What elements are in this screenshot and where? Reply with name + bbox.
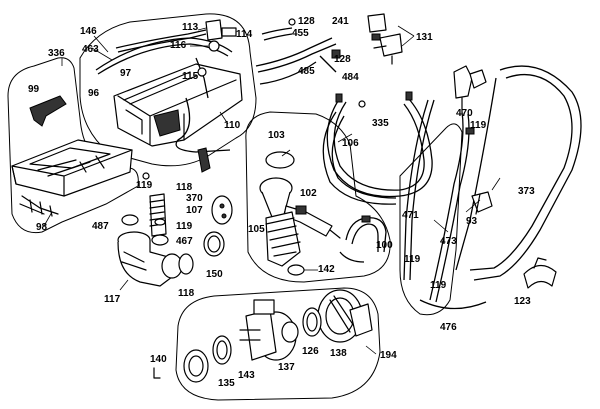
callout-123: 123	[514, 296, 531, 307]
callout-455: 455	[292, 28, 309, 39]
callout-150: 150	[206, 269, 223, 280]
clamp-142	[287, 264, 305, 276]
hose-485	[255, 37, 337, 85]
callout-114: 114	[236, 29, 253, 40]
ring-150	[203, 231, 225, 257]
ring-467	[151, 218, 169, 246]
callout-138: 138	[330, 348, 347, 359]
hose-455	[261, 27, 293, 41]
callout-467: 467	[176, 236, 193, 247]
callout-117: 117	[104, 294, 121, 305]
group-outline-hoses-right	[399, 123, 463, 316]
callout-119-right: 119	[470, 120, 487, 131]
callout-473: 473	[440, 236, 457, 247]
pump-137	[239, 299, 299, 361]
clamp-93	[471, 191, 493, 215]
callout-484: 484	[342, 72, 359, 83]
callout-476: 476	[440, 322, 457, 333]
callout-336: 336	[48, 48, 65, 59]
clamp-123	[523, 257, 557, 289]
hose-100	[339, 215, 387, 263]
callout-373: 373	[518, 186, 535, 197]
callout-113: 113	[182, 22, 199, 33]
callout-119-lower: 119	[404, 254, 421, 265]
callout-471: 471	[402, 210, 419, 221]
callout-102: 102	[300, 188, 317, 199]
callout-100: 100	[376, 240, 393, 251]
callout-463: 463	[82, 44, 99, 55]
hose-476	[419, 299, 487, 310]
hose-473	[403, 99, 470, 303]
callout-126: 126	[302, 346, 319, 357]
clamp-128-top	[288, 18, 296, 26]
clamp-119-left	[142, 172, 150, 180]
clamp-118	[178, 253, 194, 275]
bellows-370	[149, 193, 167, 237]
hose-118	[197, 147, 211, 173]
leader-lines	[61, 35, 501, 355]
clamp-128-mid	[331, 49, 341, 59]
tube-115	[195, 57, 209, 99]
inlet-valve-131	[367, 13, 403, 65]
hose-106	[322, 91, 433, 205]
callout-370: 370	[186, 193, 203, 204]
callout-140: 140	[150, 354, 167, 365]
callout-119-bottom: 119	[430, 280, 447, 291]
callout-146: 146	[80, 26, 97, 37]
callout-131: 131	[416, 32, 433, 43]
callout-487: 487	[92, 221, 109, 232]
callout-105: 105	[248, 224, 265, 235]
callout-142: 142	[318, 264, 335, 275]
clamp-335	[358, 100, 366, 108]
hose-373	[455, 65, 582, 281]
callout-119-mid: 119	[176, 221, 193, 232]
callout-485: 485	[298, 66, 315, 77]
callout-115: 115	[182, 71, 199, 82]
callout-99: 99	[28, 84, 40, 95]
callout-128-mid: 128	[334, 54, 351, 65]
callout-118-top: 118	[176, 182, 193, 193]
callout-116: 116	[170, 40, 187, 51]
callout-137: 137	[278, 362, 295, 373]
pressure-switch-470	[453, 65, 487, 113]
screw-140	[153, 367, 161, 379]
callout-110: 110	[224, 120, 241, 131]
hose-463	[115, 29, 207, 49]
seal-126	[302, 307, 322, 337]
callout-470: 470	[456, 108, 473, 119]
callout-96: 96	[88, 88, 100, 99]
pump-filter-138	[317, 289, 373, 343]
callout-97: 97	[120, 68, 132, 79]
gasket-143	[212, 335, 232, 365]
callout-335: 335	[372, 118, 389, 129]
inlet-valve-113	[205, 19, 237, 52]
dispenser-handle	[29, 95, 67, 127]
clamp-487	[121, 214, 139, 226]
clamp-119-top	[465, 127, 475, 135]
bellows-105	[265, 211, 301, 267]
seal-103	[265, 151, 295, 169]
callout-106: 106	[342, 138, 359, 149]
callout-118-bottom: 118	[178, 288, 195, 299]
tub-cover-assembly	[95, 37, 243, 147]
callout-93: 93	[466, 216, 478, 227]
callout-107: 107	[186, 205, 203, 216]
group-outline-pump	[175, 287, 381, 401]
disc-107	[211, 195, 233, 225]
group-outline-sump	[245, 111, 391, 283]
callout-103: 103	[268, 130, 285, 141]
callout-98: 98	[36, 222, 48, 233]
callout-119-left: 119	[136, 180, 153, 191]
dispenser-drawer	[11, 139, 133, 217]
callout-194: 194	[380, 350, 397, 361]
hose-110	[175, 97, 231, 153]
drain-elbow-117	[117, 231, 183, 287]
callout-241: 241	[332, 16, 349, 27]
cap-135	[183, 349, 209, 383]
callout-128-top: 128	[298, 16, 315, 27]
callout-143: 143	[238, 370, 255, 381]
callout-135: 135	[218, 378, 235, 389]
